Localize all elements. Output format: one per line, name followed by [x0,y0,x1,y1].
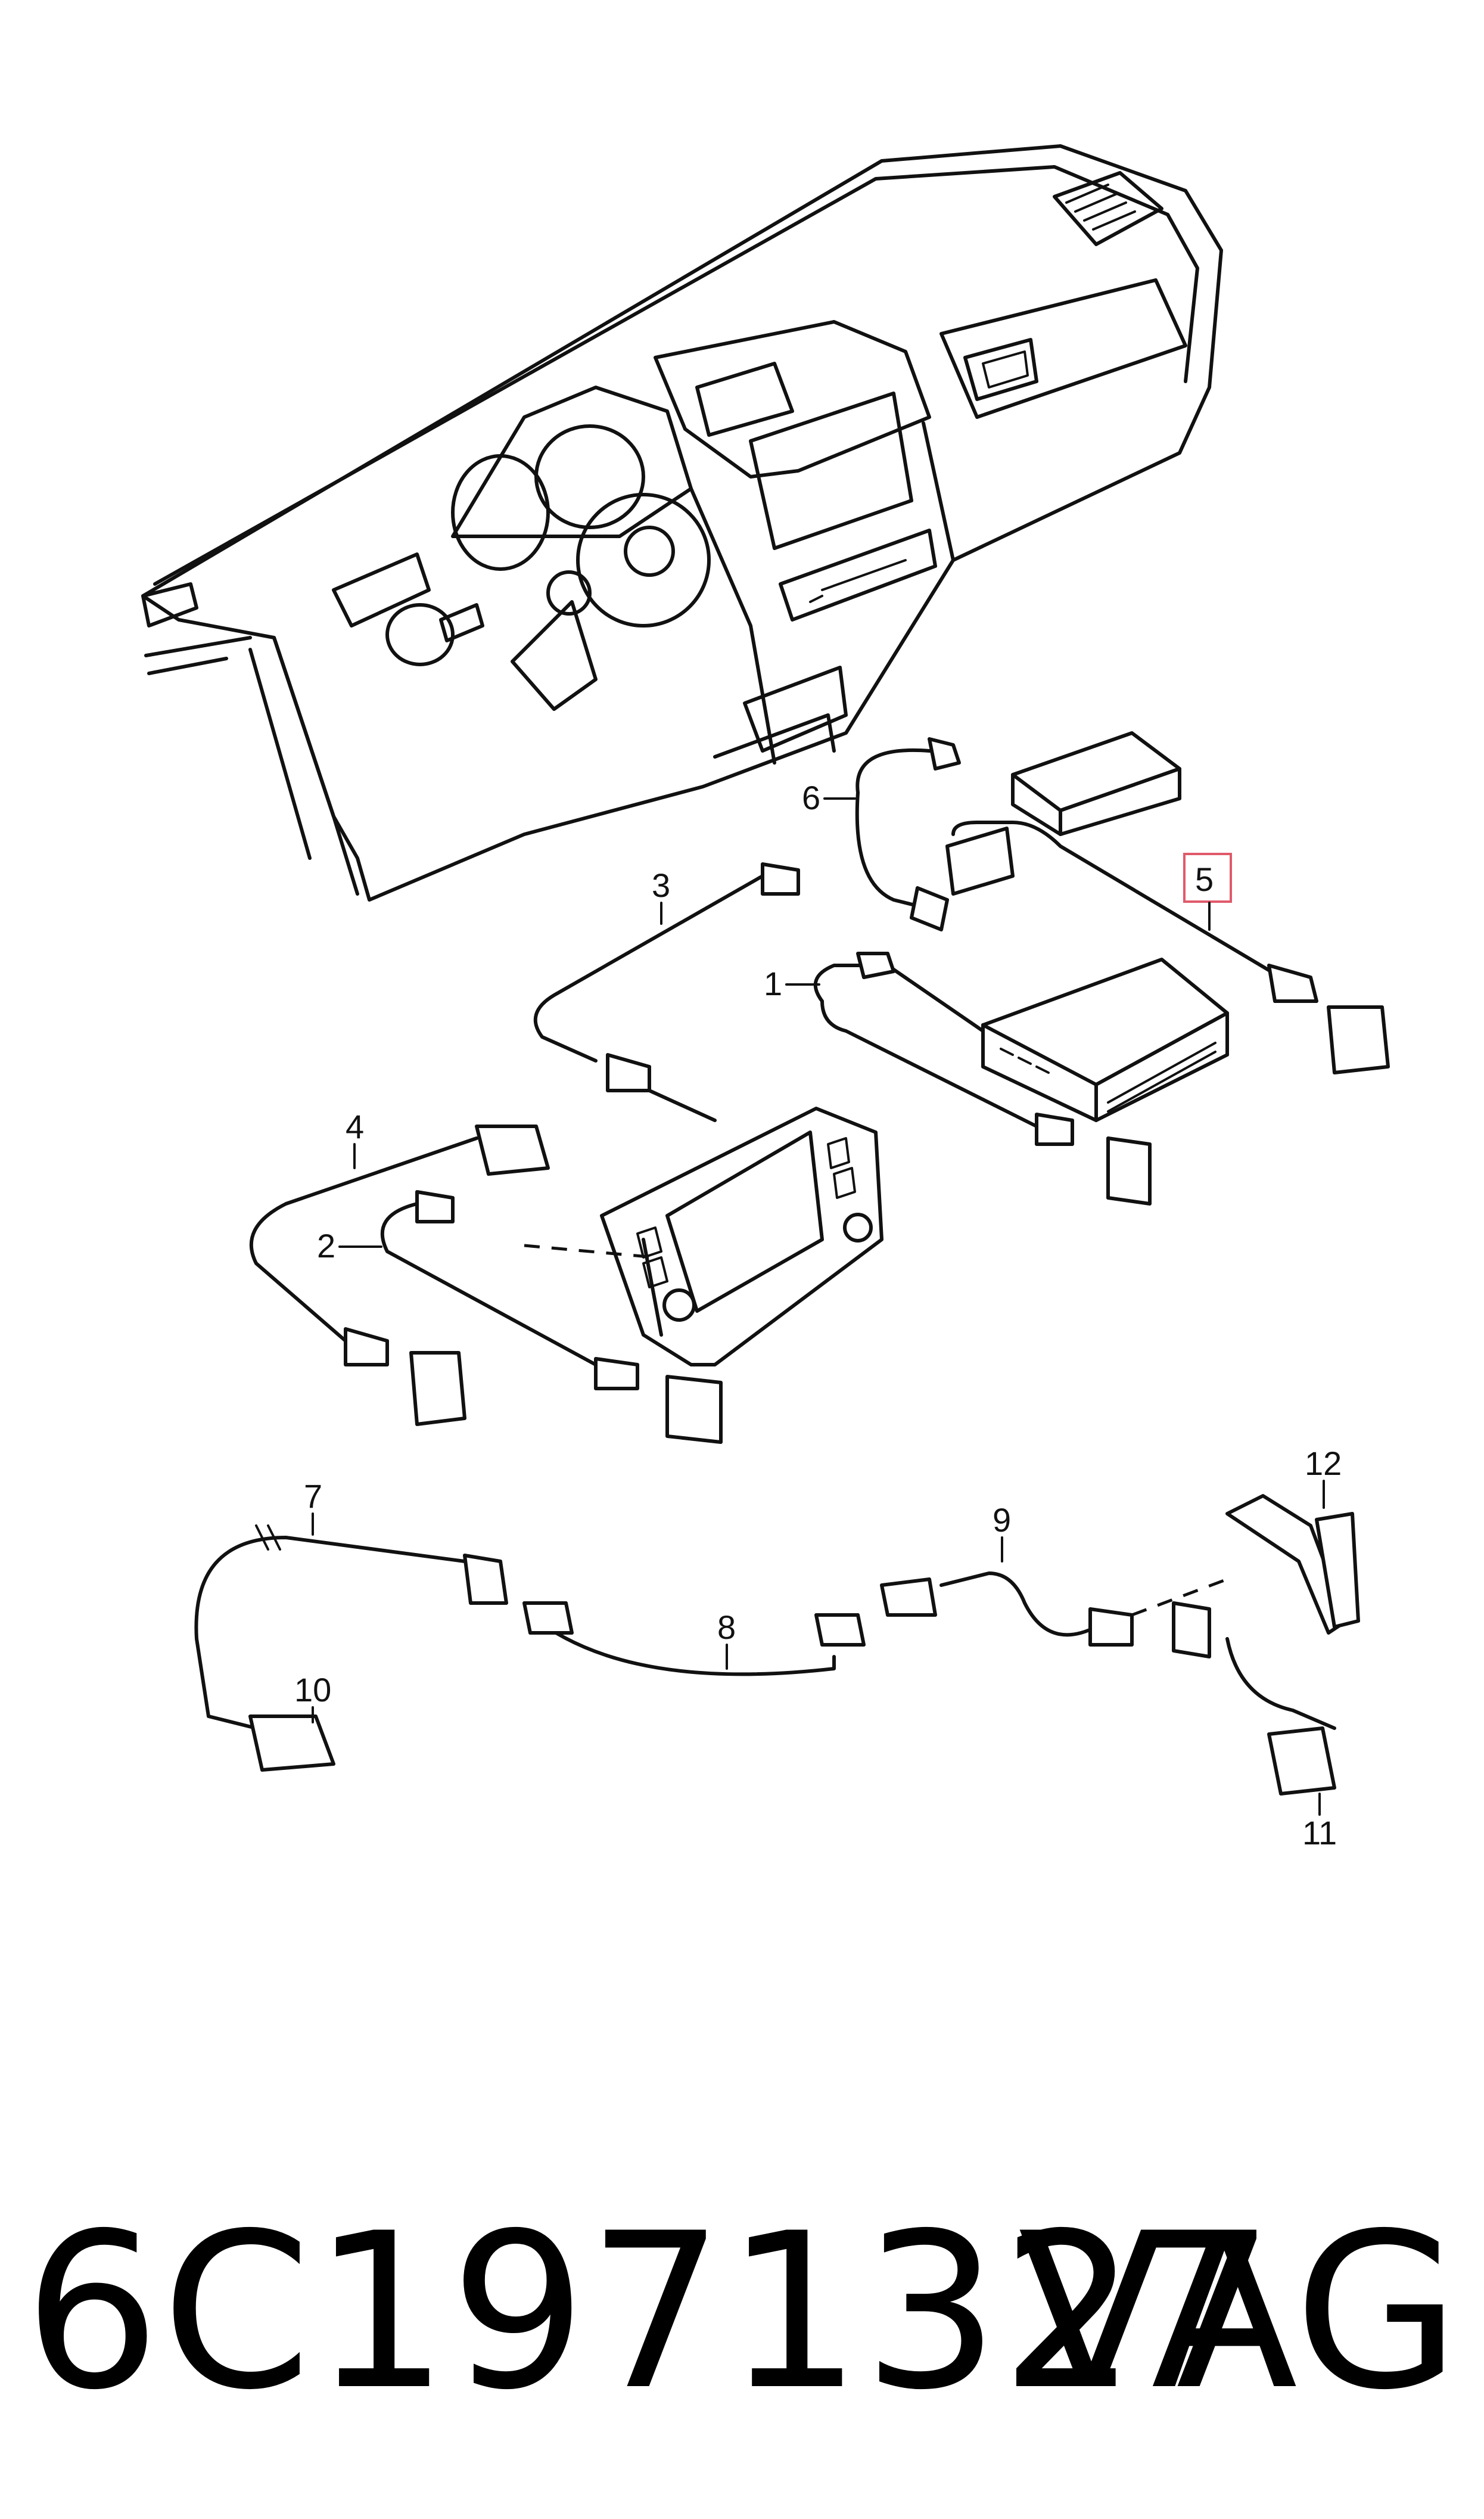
control-unit-box [981,958,1229,1122]
callout-11: 11 [1302,1814,1337,1852]
callout-8: 8 [717,1608,736,1646]
callout-7: 7 [304,1477,322,1515]
callout-6: 6 [802,779,820,816]
callout-12: 12 [1305,1445,1342,1482]
callout-2: 2 [317,1227,335,1265]
part-number: 6C1971327 [24,2187,1276,2437]
callout-10: 10 [294,1671,331,1709]
callout-5: 5 [1195,861,1214,898]
cable-8 [522,1601,866,1676]
cable-3 [533,862,800,1122]
brand-label: VAG [1018,2187,1460,2437]
callout-4: 4 [346,1108,364,1145]
radio-head-unit [600,1107,883,1366]
dashboard-illustration [141,144,1223,902]
callout-labels: 1 2 3 4 5 6 7 8 9 10 11 12 [294,779,1342,1852]
cable-6 [855,737,961,931]
callout-9: 9 [993,1501,1011,1539]
cable-1 [813,952,1152,1206]
part-11-assembly [1172,1601,1336,1796]
part-12-bracket [1225,1494,1360,1635]
dashed-link-upper [524,1244,656,1259]
small-module-box [1011,731,1181,836]
cable-4 [249,1125,550,1426]
cable-9 [880,1571,1228,1647]
callout-5-highlight-box [1183,853,1232,903]
cable-7 [194,1524,508,1772]
cable-5 [945,821,1390,1074]
callout-3: 3 [652,866,670,904]
cable-2 [380,1190,723,1444]
callout-1: 1 [764,965,782,1002]
